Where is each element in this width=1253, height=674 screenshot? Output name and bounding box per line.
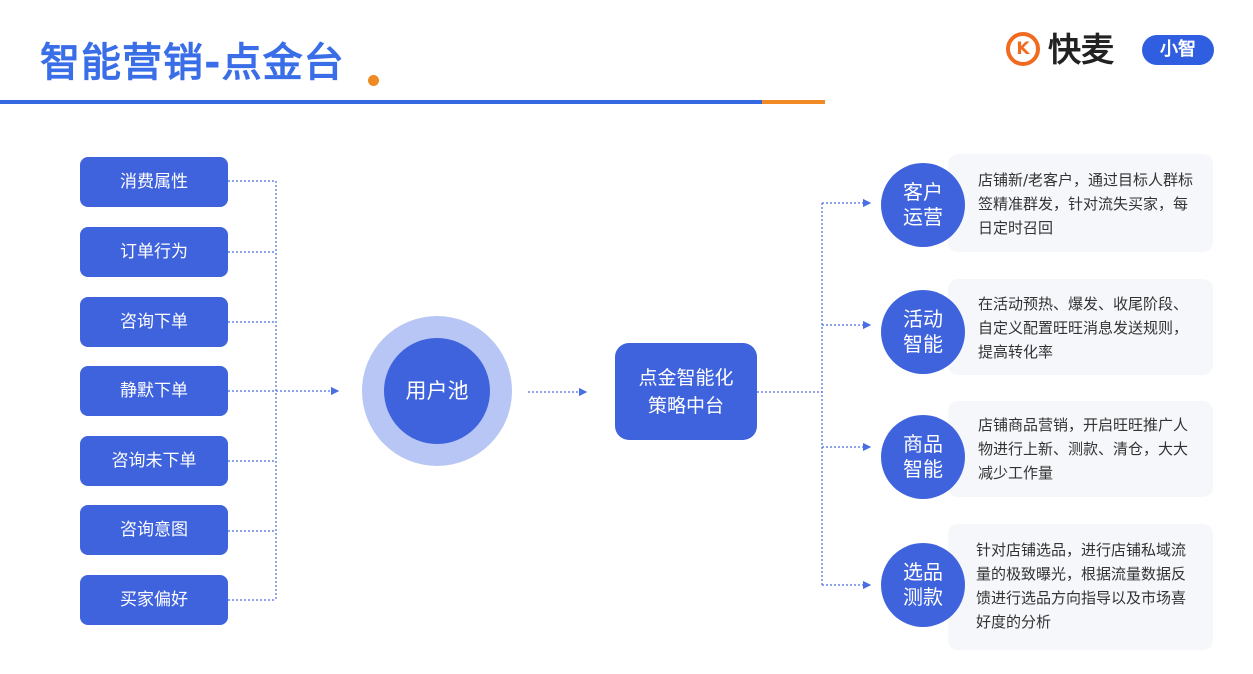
source-box: 咨询未下单 (80, 436, 228, 486)
category-desc: 在活动预热、爆发、收尾阶段、自定义配置旺旺消息发送规则，提高转化率 (978, 295, 1189, 361)
source-box: 静默下单 (80, 366, 228, 416)
brand-k-icon: K (1006, 32, 1040, 66)
category-line-1: 选品 (903, 560, 943, 584)
header-rule-blue (0, 100, 762, 104)
category-line-1: 客户 (903, 180, 943, 204)
category-desc: 店铺商品营销，开启旺旺推广人物进行上新、测款、清仓，大大减少工作量 (978, 416, 1189, 482)
category-node: 选品 测款 (881, 543, 965, 627)
category-line-1: 商品 (903, 432, 943, 456)
category-line-1: 活动 (903, 307, 943, 331)
source-box: 买家偏好 (80, 575, 228, 625)
category-node: 客户 运营 (881, 163, 965, 247)
category-card: 在活动预热、爆发、收尾阶段、自定义配置旺旺消息发送规则，提高转化率 (948, 279, 1213, 375)
brand-badge: 小智 (1142, 35, 1214, 65)
category-line-2: 运营 (903, 205, 943, 229)
source-box: 订单行为 (80, 227, 228, 277)
brand-icon-letter: K (1016, 39, 1030, 59)
user-pool-node: 用户池 (384, 338, 490, 444)
category-line-2: 智能 (903, 332, 943, 356)
source-box: 咨询意图 (80, 505, 228, 555)
category-card: 店铺新/老客户，通过目标人群标签精准群发，针对流失买家，每日定时召回 (948, 154, 1213, 252)
category-desc: 店铺新/老客户，通过目标人群标签精准群发，针对流失买家，每日定时召回 (978, 171, 1194, 237)
title-accent-dot (368, 75, 379, 86)
category-line-2: 智能 (903, 457, 943, 481)
category-line-2: 测款 (903, 585, 943, 609)
category-node: 活动 智能 (881, 290, 965, 374)
brand-name: 快麦 (1048, 30, 1114, 69)
category-desc: 针对店铺选品，进行店铺私域流量的极致曝光，根据流量数据反馈进行选品方向指导以及市… (976, 541, 1187, 631)
hub-line-2: 策略中台 (647, 394, 724, 417)
source-box: 消费属性 (80, 157, 228, 207)
page-title: 智能营销-点金台 (40, 40, 345, 86)
hub-line-1: 点金智能化 (638, 366, 734, 389)
strategy-hub-node: 点金智能化 策略中台 (615, 343, 757, 440)
source-box: 咨询下单 (80, 297, 228, 347)
category-card: 针对店铺选品，进行店铺私域流量的极致曝光，根据流量数据反馈进行选品方向指导以及市… (948, 524, 1213, 650)
header-rule-orange (762, 100, 825, 104)
category-card: 店铺商品营销，开启旺旺推广人物进行上新、测款、清仓，大大减少工作量 (948, 401, 1213, 497)
category-node: 商品 智能 (881, 415, 965, 499)
